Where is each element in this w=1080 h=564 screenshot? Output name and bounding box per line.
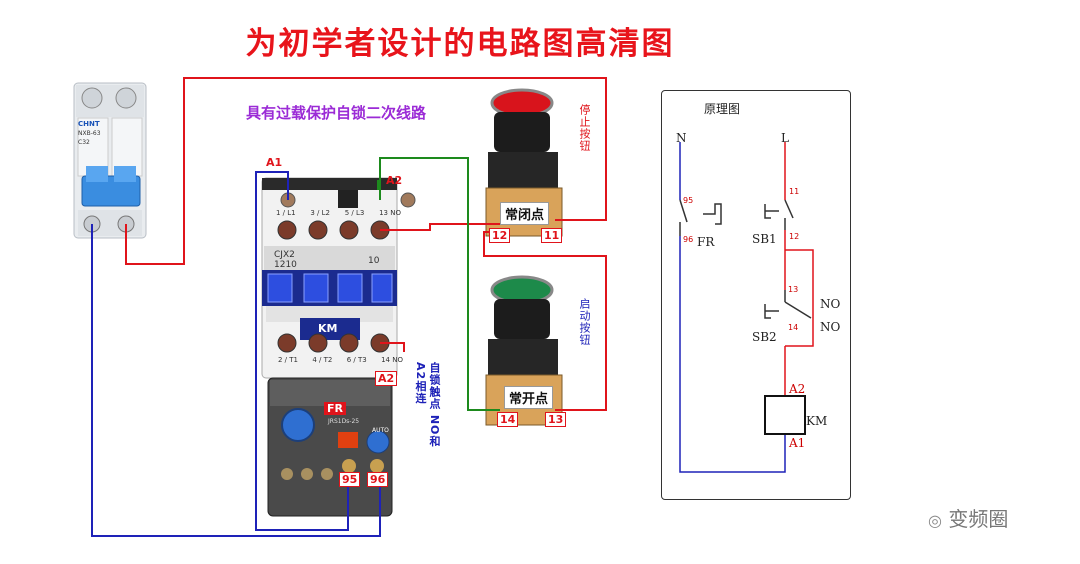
- start-button-num-14: 14: [497, 412, 519, 427]
- schematic-no-1: NO: [820, 297, 841, 311]
- contactor-top-terminals: 1 / L1 3 / L2 5 / L3 13 NO: [276, 209, 401, 217]
- stop-button-body: [485, 88, 563, 237]
- relay-terminal-96: 96: [367, 472, 389, 487]
- schematic-no-2: NO: [820, 320, 841, 334]
- stop-button-num-12: 12: [489, 228, 511, 243]
- schematic-n-label: N: [676, 131, 687, 145]
- start-button-label: 启动按钮: [578, 298, 591, 346]
- contactor-name: KM: [318, 322, 338, 335]
- schematic-fr-96: 96: [683, 235, 694, 244]
- watermark: ◎ 变频圈: [928, 503, 1008, 532]
- schematic-panel: [661, 90, 851, 500]
- contactor-model-line1: CJX2: [274, 250, 295, 260]
- stop-button-label: 停止按钮: [578, 104, 591, 152]
- contactor-bottom-terminals: 2 / T1 4 / T2 6 / T3 14 NO: [278, 356, 403, 364]
- start-button-tag: 常开点: [504, 386, 554, 409]
- terminal-t3: 6 / T3: [346, 356, 367, 364]
- contactor-model: CJX2 1210: [274, 250, 297, 270]
- page-title: 为初学者设计的电路图高清图: [245, 26, 675, 62]
- self-lock-note: 自锁触点 NO和A2相连: [413, 362, 441, 462]
- contactor-a2-top-label: A2: [386, 174, 403, 187]
- breaker-rating: C32: [78, 139, 90, 146]
- thermal-relay: [267, 377, 393, 517]
- terminal-13no: 13 NO: [379, 209, 401, 217]
- schematic-coil-label: KM: [806, 414, 828, 428]
- watermark-text: 变频圈: [948, 507, 1009, 531]
- schematic-coil-a1: A1: [789, 436, 806, 450]
- contactor-code: 10: [368, 256, 380, 266]
- terminal-l3: 5 / L3: [344, 209, 365, 217]
- schematic-sb1-12: 12: [789, 232, 800, 241]
- self-lock-note-line2: NO和A2相连: [414, 362, 441, 448]
- terminal-t1: 2 / T1: [278, 356, 298, 364]
- schematic-title: 原理图: [704, 102, 741, 116]
- relay-model: JRS1Ds-25: [328, 418, 360, 425]
- schematic-sb2-label: SB2: [752, 330, 777, 344]
- circuit-breaker: [73, 82, 147, 239]
- contactor-model-line2: 1210: [274, 260, 297, 270]
- stop-button-tag: 常闭点: [500, 202, 550, 225]
- schematic-coil-a2: A2: [789, 382, 806, 396]
- terminal-14no: 14 NO: [381, 356, 403, 364]
- breaker-brand: CHNT: [78, 120, 100, 128]
- contactor-a2-bottom-label: A2: [375, 371, 398, 386]
- schematic-sb2-14: 14: [788, 323, 799, 332]
- relay-terminal-95: 95: [339, 472, 361, 487]
- stop-button-num-11: 11: [541, 228, 563, 243]
- terminal-t2: 4 / T2: [312, 356, 333, 364]
- schematic-sb1-11: 11: [789, 187, 800, 196]
- contactor-a1-label: A1: [266, 156, 283, 169]
- relay-auto: AUTO: [372, 427, 389, 434]
- subtitle: 具有过载保护自锁二次线路: [246, 104, 427, 122]
- schematic-fr-label: FR: [697, 235, 715, 249]
- terminal-l1: 1 / L1: [276, 209, 296, 217]
- start-button-num-13: 13: [545, 412, 567, 427]
- relay-name: FR: [324, 402, 346, 415]
- breaker-model: NXB-63: [78, 130, 101, 137]
- wires: [91, 77, 607, 537]
- schematic-diagram: [679, 142, 814, 473]
- wechat-icon: ◎: [928, 511, 942, 530]
- self-lock-note-line1: 自锁触点: [428, 362, 441, 410]
- schematic-l-label: L: [781, 131, 789, 145]
- contactor: [261, 177, 416, 379]
- schematic-sb1-label: SB1: [752, 232, 777, 246]
- terminal-l2: 3 / L2: [310, 209, 330, 217]
- schematic-fr-95: 95: [683, 196, 694, 205]
- schematic-sb2-13: 13: [788, 285, 799, 294]
